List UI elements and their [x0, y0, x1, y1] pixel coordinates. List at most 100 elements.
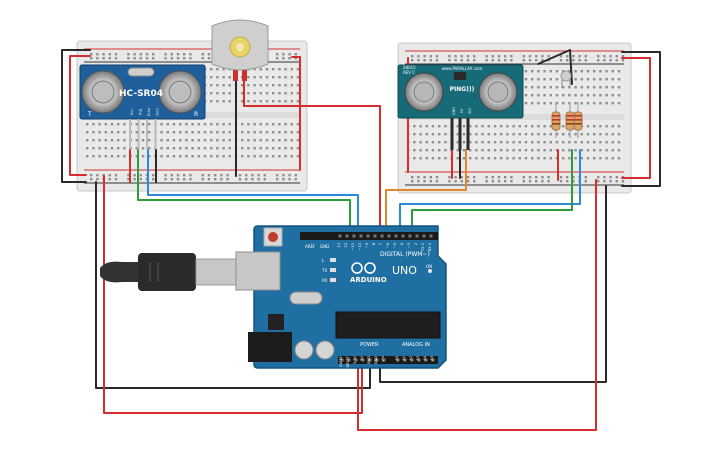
breadboard-hole	[290, 147, 293, 150]
wire-gnd-right-long[interactable]	[379, 185, 607, 383]
digital-pin[interactable]	[380, 234, 384, 238]
breadboard-hole	[265, 147, 269, 150]
analog-pin[interactable]	[410, 358, 414, 362]
breadboard-hole	[605, 157, 608, 160]
resistor-band	[566, 123, 574, 125]
led[interactable]	[560, 70, 572, 88]
breadboard-hole	[537, 102, 540, 105]
power-pin[interactable]	[375, 358, 379, 362]
wire-right-red-rail[interactable]	[621, 57, 651, 179]
wire-gnd-left-long[interactable]	[95, 181, 371, 389]
breadboard-hole	[98, 147, 101, 150]
digital-pin[interactable]	[394, 234, 398, 238]
right-breadboard-holes	[407, 55, 625, 183]
breadboard-hole	[611, 125, 614, 128]
breadboard-hole	[253, 155, 256, 158]
power-pin[interactable]	[361, 358, 365, 362]
hc-sr04-pin-label: Trig	[139, 109, 143, 116]
arduino-uno-board[interactable]: ARDUINO UNO DIGITAL (PWM~) POWER ANALOG …	[235, 225, 447, 369]
breadboard-rail-hole	[133, 178, 136, 181]
analog-pin[interactable]	[417, 358, 421, 362]
digital-pin[interactable]	[366, 234, 370, 238]
wire-right-orange[interactable]	[385, 149, 467, 233]
breadboard-rail-hole	[294, 178, 297, 181]
breadboard-hole	[247, 147, 250, 150]
wire-left-blue[interactable]	[147, 149, 359, 233]
resistors[interactable]	[551, 102, 583, 138]
power-pin[interactable]	[368, 358, 372, 362]
breadboard-hole	[104, 155, 107, 158]
power-pin[interactable]	[347, 358, 351, 362]
breadboard-rail-hole	[170, 57, 173, 60]
digital-pin[interactable]	[352, 234, 356, 238]
dc-motor[interactable]	[211, 19, 269, 81]
wire-left-green[interactable]	[137, 149, 351, 233]
breadboard-rail-hole	[615, 180, 618, 183]
wire-led-black[interactable]	[537, 49, 573, 85]
analog-pin[interactable]	[431, 358, 435, 362]
breadboard-hole	[438, 141, 441, 144]
breadboard-rail-hole	[423, 59, 426, 62]
analog-pin[interactable]	[396, 358, 400, 362]
breadboard-hole	[179, 139, 182, 142]
power-pin[interactable]	[354, 358, 358, 362]
power-pin[interactable]	[382, 358, 386, 362]
wire-5v-right-long[interactable]	[357, 179, 597, 431]
breadboard-hole	[444, 125, 447, 128]
breadboard-rail-hole	[108, 53, 111, 56]
wire-left-red-rail[interactable]	[69, 55, 91, 176]
usb-cable[interactable]	[100, 253, 237, 291]
digital-pin[interactable]	[338, 234, 342, 238]
breadboard-hole	[278, 92, 281, 95]
wire-motor-red[interactable]	[243, 79, 381, 233]
breadboard-rail-hole	[201, 57, 204, 60]
breadboard-hole	[172, 147, 176, 150]
breadboard-rail-hole	[466, 180, 470, 183]
wire-5v-left-long[interactable]	[103, 175, 363, 414]
ping-pin-label: 5V	[460, 108, 464, 113]
breadboard-hole	[593, 149, 596, 152]
power-pin[interactable]	[340, 358, 344, 362]
wire-left-black-rail[interactable]	[61, 49, 91, 183]
breadboard-hole	[222, 139, 225, 142]
digital-pin[interactable]	[408, 234, 412, 238]
wire-right-green[interactable]	[411, 149, 573, 233]
digital-pin[interactable]	[415, 234, 419, 238]
breadboard-hole	[278, 147, 281, 150]
breadboard-hole	[599, 149, 602, 152]
digital-pin[interactable]	[387, 234, 391, 238]
analog-pin[interactable]	[424, 358, 428, 362]
breadboard-rail-hole	[276, 57, 279, 60]
breadboard-rail-hole	[572, 180, 575, 183]
breadboard-rail-hole	[145, 53, 149, 56]
breadboard-rail-hole	[510, 180, 513, 183]
breadboard-rail-hole	[528, 180, 532, 183]
breadboard-rail-hole	[294, 53, 297, 56]
breadboard-rail-hole	[170, 178, 173, 181]
breadboard-hole	[253, 68, 256, 71]
wire-right-black-rail[interactable]	[621, 51, 661, 187]
digital-pin[interactable]	[373, 234, 377, 238]
breadboard-hole	[98, 123, 101, 126]
breadboard-hole	[543, 149, 546, 152]
breadboard-hole	[599, 70, 602, 73]
digital-pin[interactable]	[345, 234, 349, 238]
status-led-label: RX	[322, 278, 328, 283]
breadboard-hole	[86, 155, 89, 158]
digital-pin[interactable]	[429, 234, 433, 238]
digital-pin[interactable]	[359, 234, 363, 238]
digital-pin[interactable]	[401, 234, 405, 238]
breadboard-hole	[216, 84, 219, 87]
ping-sensor[interactable]: www.PARALLAX.com PING))) REV C 28015 GND…	[397, 64, 524, 150]
digital-pin[interactable]	[422, 234, 426, 238]
wire-right-blue[interactable]	[399, 149, 581, 233]
breadboard-rail-hole	[96, 53, 99, 56]
breadboard-rail-hole	[251, 174, 254, 177]
wire-left-red-rail-right[interactable]	[291, 56, 301, 171]
breadboard-hole	[431, 125, 435, 128]
breadboard-hole	[493, 125, 497, 128]
breadboard-hole	[462, 125, 466, 128]
digital-pin-label: ~9	[365, 242, 369, 248]
analog-pin[interactable]	[403, 358, 407, 362]
